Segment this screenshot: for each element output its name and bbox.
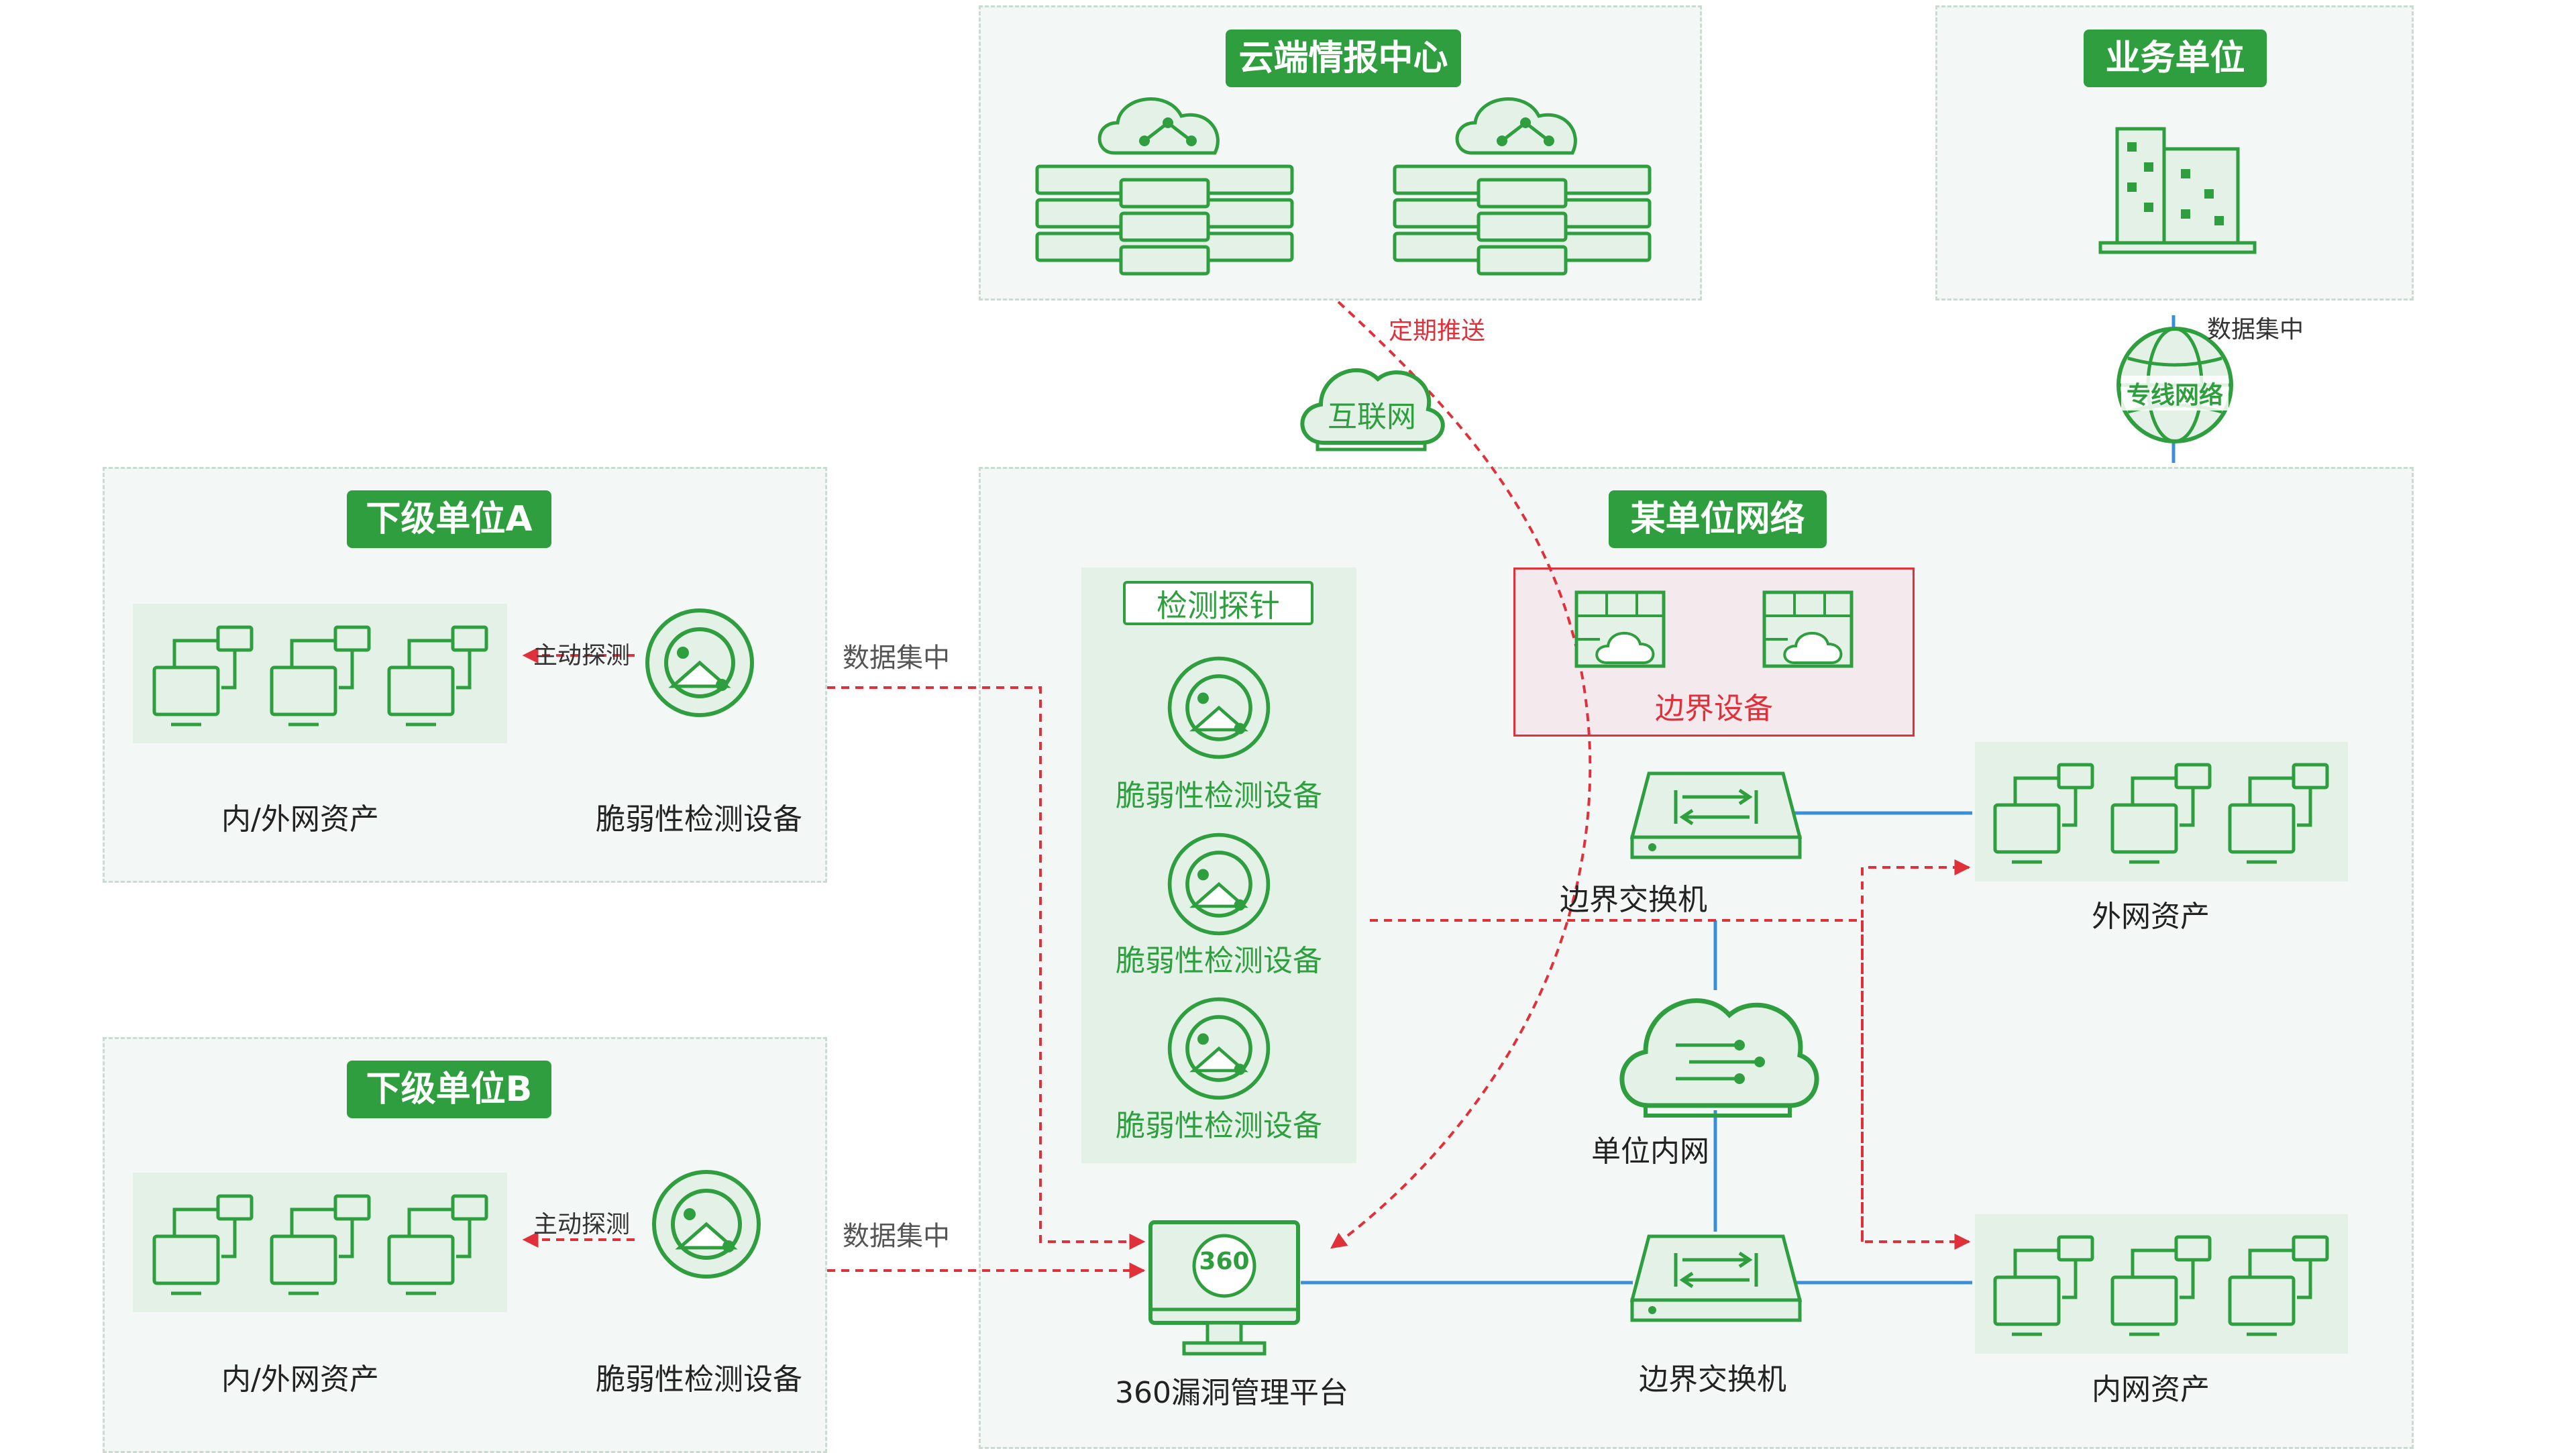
platform-label: 360漏洞管理平台	[1115, 1376, 1348, 1410]
platform-monitor-icon	[1148, 1220, 1300, 1356]
sub-b-assets-label: 内/外网资产	[221, 1362, 379, 1397]
collect-a-label: 数据集中	[843, 643, 950, 674]
push-path	[1330, 301, 1592, 1249]
scanner-icon	[1167, 832, 1271, 936]
cloud-server-icon	[1035, 97, 1294, 276]
intranet-label: 单位内网	[1591, 1134, 1709, 1169]
push-label: 定期推送	[1389, 317, 1486, 345]
intranet-cloud-icon	[1619, 998, 1819, 1118]
sub-a-assets-label: 内/外网资产	[221, 802, 379, 837]
probe-item-label: 脆弱性检测设备	[1116, 1109, 1322, 1143]
probe-item-label: 脆弱性检测设备	[1116, 779, 1322, 813]
internal-assets-label: 内网资产	[2092, 1373, 2210, 1407]
scanner-icon	[1167, 656, 1271, 759]
sub-unit-a-title: 下级单位A	[347, 490, 551, 548]
firewall-icon	[1762, 590, 1854, 668]
switch-icon	[1629, 771, 1803, 859]
scanner-icon	[645, 608, 754, 717]
border-switch-top-label: 边界交换机	[1560, 883, 1707, 917]
internet-cloud-icon	[1300, 368, 1445, 451]
sub-a-device-label: 脆弱性检测设备	[596, 802, 802, 837]
scanner-icon	[1167, 997, 1271, 1100]
cloud-center-title: 云端情报中心	[1226, 30, 1461, 87]
unit-network-title: 某单位网络	[1609, 490, 1827, 548]
border-switch-bottom-label: 边界交换机	[1639, 1362, 1786, 1397]
to-external-arrow	[1861, 859, 1971, 1242]
sub-b-assets-icon	[152, 1194, 488, 1295]
cloud-server-icon	[1393, 97, 1652, 276]
scanner-icon	[652, 1170, 761, 1279]
sub-b-probe-label: 主动探测	[533, 1211, 631, 1238]
sub-a-assets-icon	[152, 625, 488, 726]
probe-item-label: 脆弱性检测设备	[1116, 944, 1322, 978]
sub-b-device-label: 脆弱性检测设备	[596, 1362, 802, 1397]
building-icon	[2098, 127, 2257, 254]
external-assets-icon	[1993, 763, 2329, 864]
border-devices-label: 边界设备	[1655, 692, 1773, 726]
sub-a-probe-label: 主动探测	[533, 642, 631, 669]
to-internal-arrow	[1861, 920, 1971, 1250]
collect-top-label: 数据集中	[2207, 316, 2304, 343]
switch-icon	[1629, 1234, 1803, 1322]
business-unit-title: 业务单位	[2084, 30, 2267, 87]
private-network-label: 专线网络	[2121, 376, 2229, 411]
probe-column-title: 检测探针	[1123, 581, 1313, 625]
collect-b-label: 数据集中	[843, 1221, 950, 1252]
firewall-icon	[1574, 590, 1666, 668]
internet-label: 互联网	[1328, 400, 1416, 434]
internal-assets-icon	[1993, 1235, 2329, 1336]
sub-a-collect-path	[827, 686, 1146, 1250]
external-assets-label: 外网资产	[2092, 900, 2210, 934]
sub-unit-b-title: 下级单位B	[347, 1061, 551, 1118]
platform-badge: 360	[1199, 1248, 1250, 1275]
